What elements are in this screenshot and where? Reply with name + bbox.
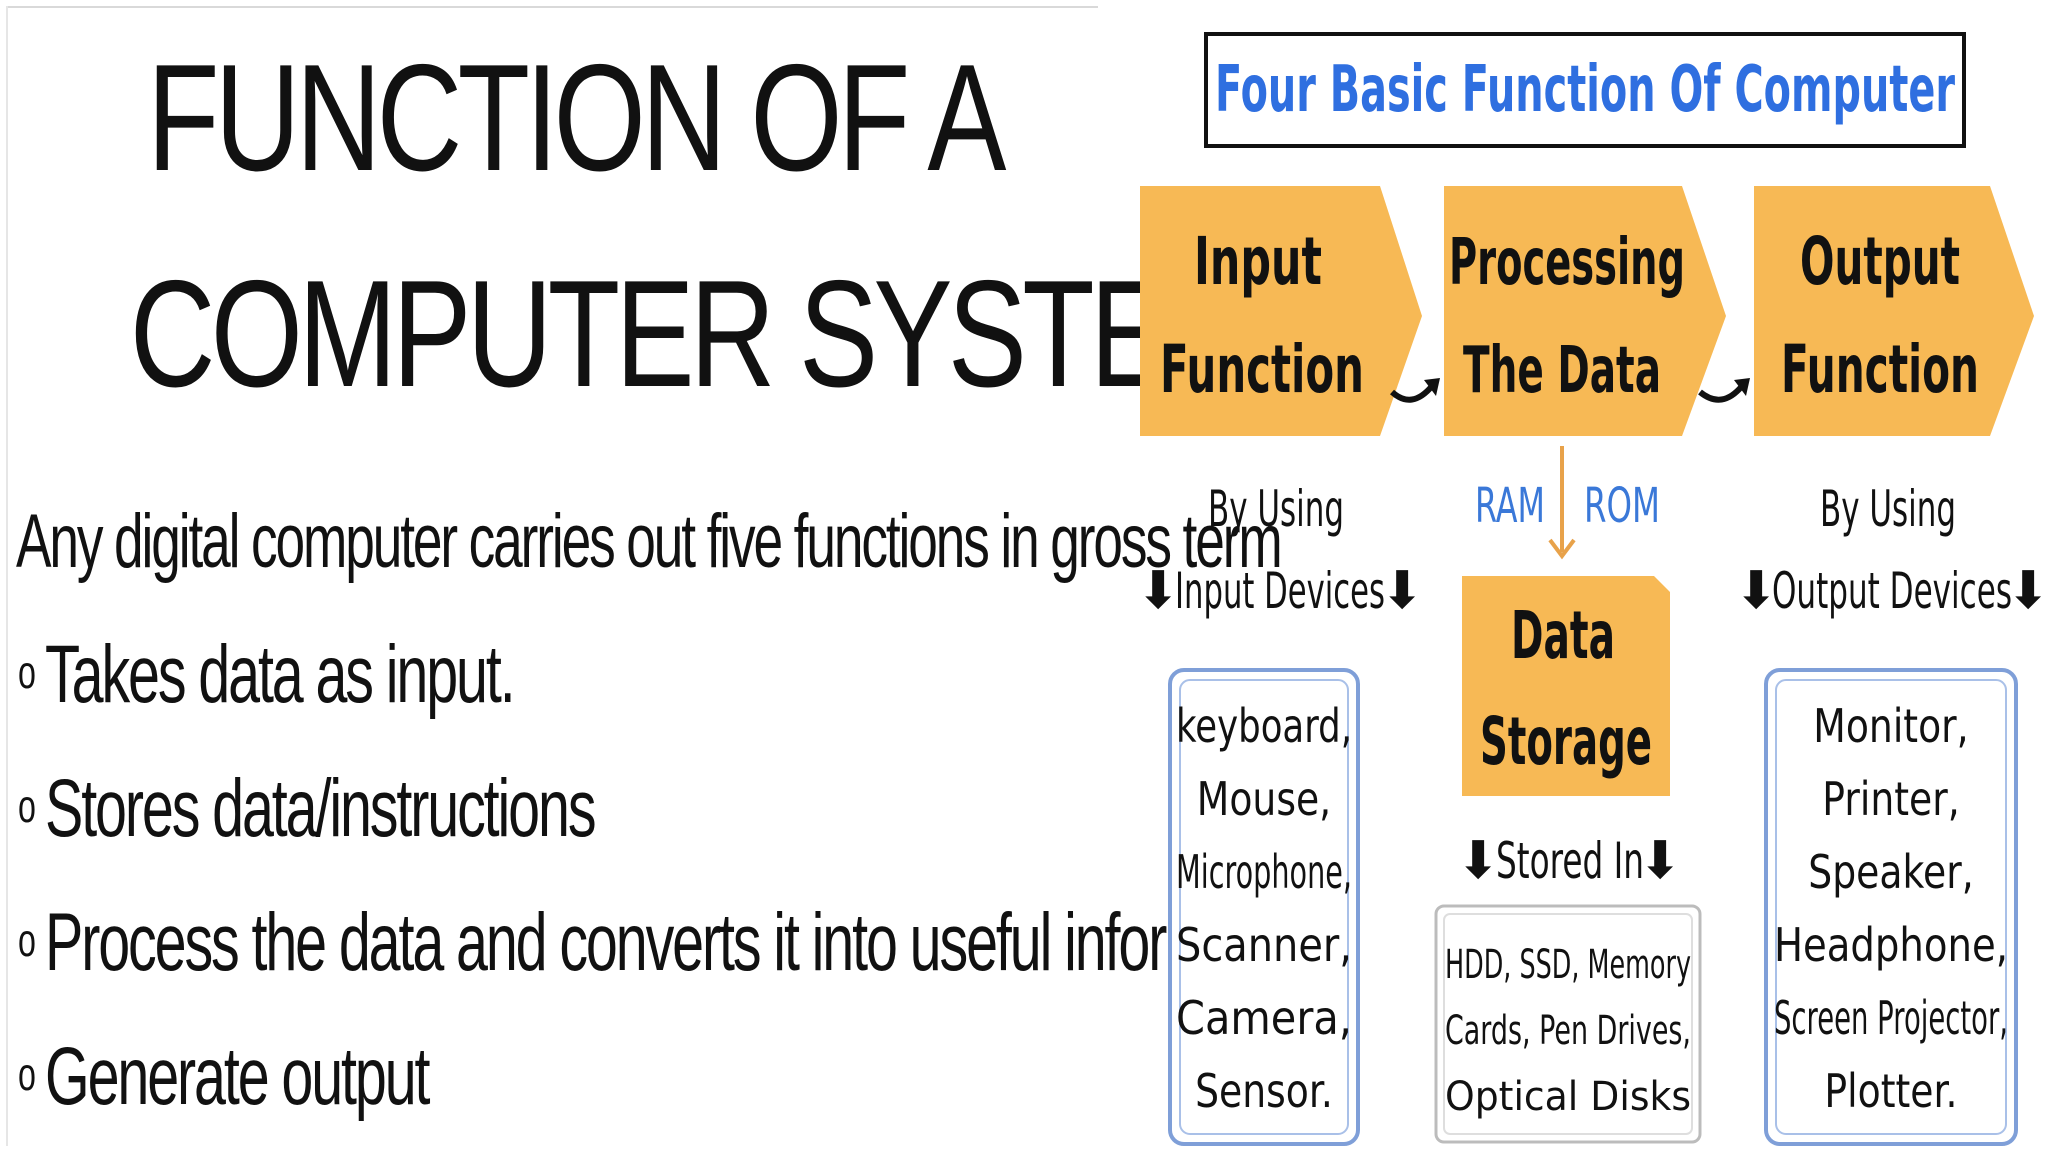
- processing-to-output-arrowhead: [1734, 378, 1750, 396]
- input-device-item: Camera,: [1176, 991, 1352, 1045]
- output-function-label-2: Function: [1781, 331, 1979, 408]
- output-by-using-label: By Using: [1820, 480, 1956, 538]
- input-device-item: Sensor.: [1195, 1064, 1333, 1118]
- data-storage-label-2: Storage: [1480, 703, 1652, 780]
- down-arrow-icon: ⬇: [1456, 831, 1500, 891]
- slide-title-line-1: FUNCTION OF A: [147, 33, 1006, 203]
- output-devices-frame: [1764, 668, 2018, 1146]
- storage-media-item: Cards, Pen Drives,: [1445, 1008, 1691, 1054]
- storage-media-item: Optical Disks: [1445, 1074, 1691, 1120]
- input-device-item: Mouse,: [1197, 772, 1331, 826]
- rom-label: ROM: [1584, 478, 1660, 534]
- ram-label: RAM: [1475, 478, 1545, 534]
- data-storage-label-1: Data: [1511, 597, 1615, 674]
- input-to-processing-arrowhead: [1424, 378, 1440, 396]
- bullet-marker: o: [18, 1048, 36, 1100]
- down-arrow-icon: ⬇: [1380, 561, 1424, 621]
- diagram-title-frame: [1204, 32, 1966, 148]
- input-device-item: Scanner,: [1176, 918, 1352, 972]
- output-device-item: Printer,: [1822, 772, 1959, 826]
- processing-label-1: Processing: [1449, 226, 1685, 300]
- output-devices-label: Output Devices: [1772, 562, 2012, 620]
- output-device-item: Screen Projector,: [1774, 991, 2008, 1045]
- slide-intro-text: Any digital computer carries out five fu…: [16, 499, 1283, 584]
- down-arrow-icon: ⬇: [1136, 561, 1180, 621]
- down-arrow-icon: ⬇: [1734, 561, 1778, 621]
- processing-chevron: [1444, 186, 1726, 436]
- input-to-processing-connector: [1389, 383, 1435, 403]
- output-device-item: Headphone,: [1774, 918, 2008, 972]
- data-storage-box: [1462, 576, 1670, 796]
- output-function-chevron: [1754, 186, 2034, 436]
- processing-label-2: The Data: [1463, 334, 1661, 408]
- storage-media-item: HDD, SSD, Memory: [1445, 942, 1691, 988]
- input-devices-label: Input Devices: [1175, 562, 1385, 620]
- output-device-item: Monitor,: [1813, 699, 1968, 753]
- processing-to-output-connector: [1698, 383, 1745, 403]
- storage-media-frame: [1434, 904, 1702, 1144]
- input-function-label-1: Input: [1194, 223, 1322, 300]
- input-function-chevron: [1140, 186, 1422, 436]
- input-function-label-2: Function: [1160, 331, 1364, 408]
- input-device-item: Microphone,: [1176, 845, 1352, 899]
- input-devices-frame: [1168, 668, 1360, 1146]
- stored-in-label: Stored In: [1496, 832, 1644, 890]
- bullet-text: Stores data/instructions: [45, 763, 597, 854]
- down-arrow-icon: ⬇: [2006, 561, 2048, 621]
- slide-panel: FUNCTION OF A COMPUTER SYSTEM Any digita…: [6, 6, 1327, 1146]
- input-by-using-label: By Using: [1208, 480, 1344, 538]
- slide-left-border: [6, 6, 8, 1146]
- bullet-text: Generate output: [45, 1031, 430, 1122]
- slide-top-border: [8, 6, 1098, 8]
- output-device-item: Plotter.: [1824, 1064, 1957, 1118]
- bullet-text: Process the data and converts it into us…: [45, 897, 1327, 988]
- processing-to-storage-arrowhead: [1548, 538, 1576, 560]
- bullet-marker: o: [18, 780, 36, 832]
- diagram-title: Four Basic Function Of Computer: [1215, 53, 1955, 127]
- bullet-marker: o: [18, 646, 36, 698]
- output-function-label-1: Output: [1800, 223, 1960, 300]
- output-device-item: Speaker,: [1808, 845, 1973, 899]
- bullet-marker: o: [18, 914, 36, 966]
- down-arrow-icon: ⬇: [1638, 831, 1682, 891]
- bullet-text: Takes data as input.: [45, 629, 516, 720]
- input-device-item: keyboard,: [1176, 699, 1352, 753]
